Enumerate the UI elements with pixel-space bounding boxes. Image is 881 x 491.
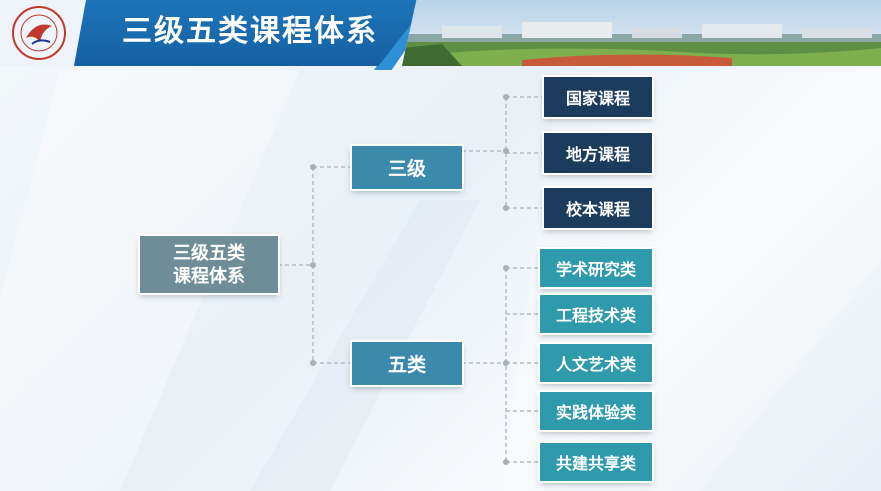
campus-photo (402, 0, 881, 66)
logo-area (0, 0, 86, 66)
leaf-node-school: 校本课程 (544, 188, 652, 228)
leaf-node-humanities-arts: 人文艺术类 (540, 344, 652, 382)
leaf-node-local: 地方课程 (544, 133, 652, 173)
leaf-node-engineering: 工程技术类 (540, 295, 652, 333)
branch-node-categories: 五类 (352, 342, 462, 385)
leaf-node-practice: 实践体验类 (540, 392, 652, 430)
page-title: 三级五类课程体系 (122, 14, 378, 49)
header-banner: 三级五类课程体系 (0, 0, 881, 70)
school-logo-icon (12, 6, 66, 60)
leaf-node-national: 国家课程 (544, 77, 652, 117)
leaf-node-shared: 共建共享类 (540, 443, 652, 481)
root-node-line1: 三级五类 (173, 242, 245, 264)
root-node: 三级五类 课程体系 (140, 236, 278, 293)
root-node-line2: 课程体系 (173, 265, 245, 287)
leaf-node-academic: 学术研究类 (540, 249, 652, 287)
branch-node-levels: 三级 (352, 146, 462, 189)
